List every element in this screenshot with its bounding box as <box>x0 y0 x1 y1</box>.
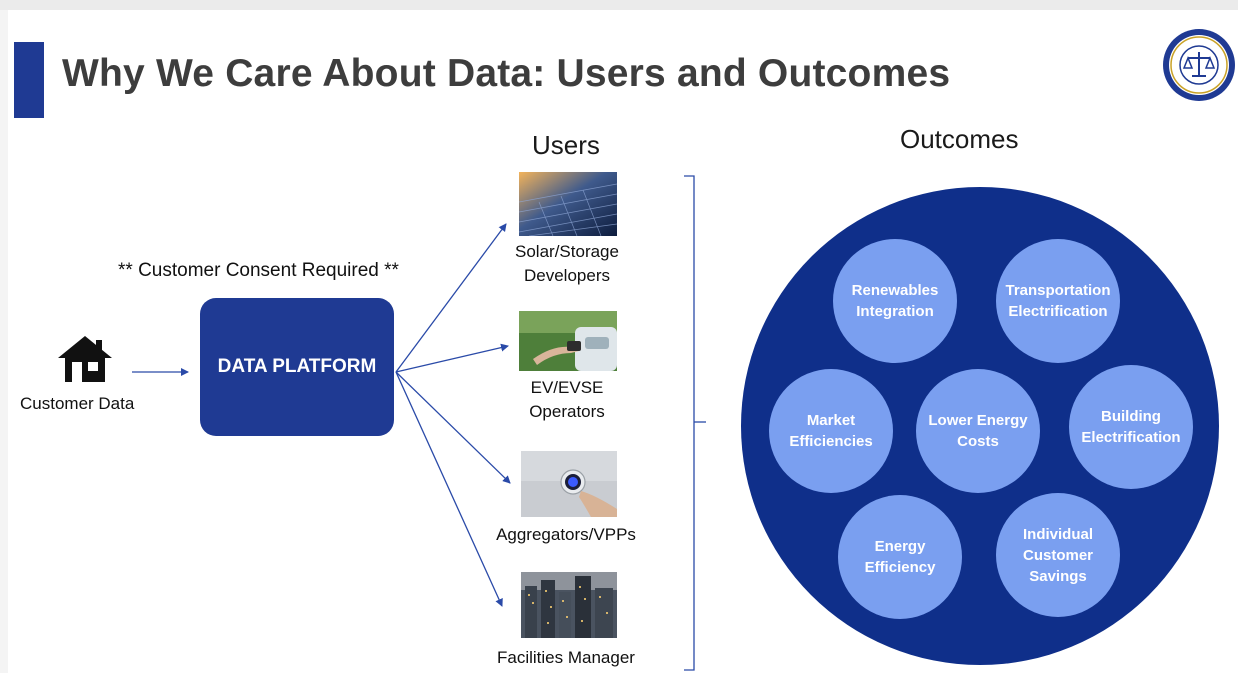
arrow-platform-to-facilities <box>395 371 503 607</box>
outcome-label: Renewables Integration <box>851 282 939 320</box>
outcome-energy-efficiency: Energy Efficiency <box>838 495 962 619</box>
user-label-line: Developers <box>524 266 610 285</box>
user-label-line: Aggregators/VPPs <box>496 525 636 544</box>
outcome-label: Building Electrification <box>1081 408 1181 446</box>
user-label-line: Operators <box>529 402 605 421</box>
house-icon <box>58 336 112 382</box>
outcome-renewables-integration: Renewables Integration <box>833 239 957 363</box>
ev-charging-image <box>519 311 617 371</box>
user-label-ev: EV/EVSE Operators <box>500 376 634 424</box>
city-buildings-image <box>521 572 617 638</box>
outcome-lower-energy-costs: Lower Energy Costs <box>916 369 1040 493</box>
outcome-label: Market Efficiencies <box>789 412 873 450</box>
outcome-label: Transportation Electrification <box>1005 282 1111 320</box>
user-label-facilities: Facilities Manager <box>486 646 646 670</box>
outcomes-circle: Renewables Integration Transportation El… <box>741 187 1219 665</box>
outcome-market-efficiencies: Market Efficiencies <box>769 369 893 493</box>
title-accent-bar <box>14 42 44 118</box>
arrow-platform-to-aggregators <box>395 371 511 484</box>
user-label-solar: Solar/Storage Developers <box>500 240 634 288</box>
arrow-platform-to-ev <box>395 343 509 373</box>
data-platform-box: DATA PLATFORM <box>200 298 394 436</box>
slide: Why We Care About Data: Users and Outcom… <box>0 10 1238 673</box>
users-bracket <box>684 175 706 671</box>
slide-edge <box>0 10 8 673</box>
arrow-platform-to-solar <box>395 223 507 373</box>
users-heading: Users <box>532 130 600 160</box>
solar-panels-image <box>519 172 617 236</box>
outcome-label: Individual Customer Savings <box>1022 525 1093 585</box>
user-label-line: Solar/Storage <box>515 242 619 261</box>
data-platform-label: DATA PLATFORM <box>217 356 377 377</box>
outcome-transportation-electrification: Transportation Electrification <box>996 239 1120 363</box>
outcome-label: Lower Energy Costs <box>928 412 1028 450</box>
page-title: Why We Care About Data: Users and Outcom… <box>62 52 951 95</box>
regulatory-seal-icon <box>1163 29 1235 101</box>
user-label-line: EV/EVSE <box>530 378 604 397</box>
smart-thermostat-image <box>521 451 617 517</box>
outcome-label: Energy Efficiency <box>864 538 936 576</box>
user-label-line: Facilities Manager <box>497 648 635 667</box>
outcome-individual-customer-savings: Individual Customer Savings <box>996 493 1120 617</box>
consent-note: ** Customer Consent Required ** <box>118 260 399 281</box>
customer-data-label: Customer Data <box>20 394 135 413</box>
user-label-aggregators: Aggregators/VPPs <box>486 523 646 547</box>
outcomes-heading: Outcomes <box>900 124 1019 154</box>
outcome-building-electrification: Building Electrification <box>1069 365 1193 489</box>
flow-arrows <box>132 223 511 607</box>
